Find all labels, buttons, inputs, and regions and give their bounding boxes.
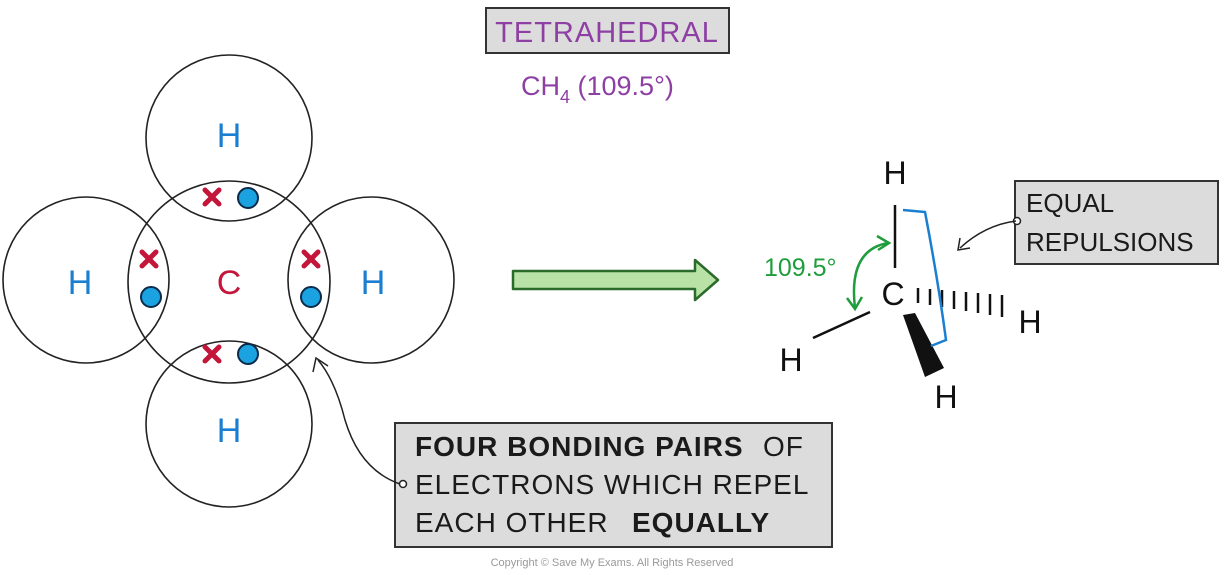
right-arrow <box>511 258 720 302</box>
hydrogen-circle-right <box>287 196 455 364</box>
cross-electron-top <box>202 187 222 207</box>
bond-wedge <box>903 313 944 377</box>
callout-equal-pointer <box>959 220 1017 249</box>
left-h-right: H <box>361 264 386 302</box>
left-h-top: H <box>217 117 242 155</box>
callout-equal-repulsions: EQUAL REPULSIONS <box>957 180 1219 265</box>
dot-electron-bottom <box>237 343 259 365</box>
callout-bonding-pairs: FOUR BONDING PAIRS OF ELECTRONS WHICH RE… <box>312 356 833 548</box>
copyright-text: Copyright © Save My Exams. All Rights Re… <box>491 557 734 569</box>
right-h-top: H <box>883 155 906 191</box>
subtitle-prefix: CH <box>521 71 560 101</box>
callout-pairs-anchor <box>398 479 408 489</box>
left-h-left: H <box>68 264 93 302</box>
title-box: TETRAHEDRAL <box>485 7 730 54</box>
subtitle: CH4 (109.5°) <box>521 71 674 107</box>
right-h-right: H <box>1018 304 1041 340</box>
carbon-electrons <box>139 187 321 364</box>
cross-electron-right <box>301 249 321 269</box>
right-h-bottom: H <box>934 379 957 415</box>
hydrogen-electrons <box>140 187 322 365</box>
dot-cross-diagram <box>2 54 455 508</box>
callout-pairs-line1: FOUR BONDING PAIRS OF <box>415 431 804 462</box>
hydrogen-circle-left <box>2 196 170 364</box>
bond-dashed <box>916 288 1004 317</box>
callout-pairs-line3-rest: EACH OTHER <box>415 507 609 538</box>
callout-pairs-line2: ELECTRONS WHICH REPEL <box>415 469 809 500</box>
angle-arc <box>852 241 889 309</box>
dot-electron-top <box>237 187 259 209</box>
subtitle-subscript: 4 <box>560 87 570 107</box>
callout-equal-line1: EQUAL <box>1026 188 1114 218</box>
hydrogen-circle-bottom <box>145 340 313 508</box>
angle-label: 109.5° <box>764 254 837 282</box>
hydrogen-circle-top <box>145 54 313 222</box>
angle-arrowhead-bottom <box>845 296 864 312</box>
callout-pairs-line3: EACH OTHER EQUALLY <box>415 507 770 538</box>
angle-arrowhead-top <box>876 234 892 252</box>
callout-pairs-arrowhead <box>312 356 329 373</box>
subtitle-suffix: (109.5°) <box>570 71 674 101</box>
bond-lower-left <box>812 310 871 340</box>
right-c-center: C <box>881 276 904 312</box>
callout-equal-line2: REPULSIONS <box>1026 227 1194 257</box>
cross-electron-bottom <box>202 344 222 364</box>
callout-pairs-line3-bold: EQUALLY <box>632 507 770 538</box>
callout-pairs-line1-rest: OF <box>763 431 804 462</box>
equal-bracket <box>902 208 948 348</box>
title-text: TETRAHEDRAL <box>495 17 719 49</box>
tetrahedral-structure <box>812 205 1004 377</box>
left-h-bottom: H <box>217 412 242 450</box>
callout-pairs-line1-bold: FOUR BONDING PAIRS <box>415 431 744 462</box>
cross-electron-left <box>139 249 159 269</box>
right-h-left: H <box>779 342 802 378</box>
callout-pairs-pointer <box>317 359 401 485</box>
left-c-center: C <box>217 264 242 302</box>
callout-equal-arrowhead <box>957 237 971 251</box>
central-carbon-circle <box>127 180 331 384</box>
dot-electron-right <box>300 286 322 308</box>
dot-electron-left <box>140 286 162 308</box>
